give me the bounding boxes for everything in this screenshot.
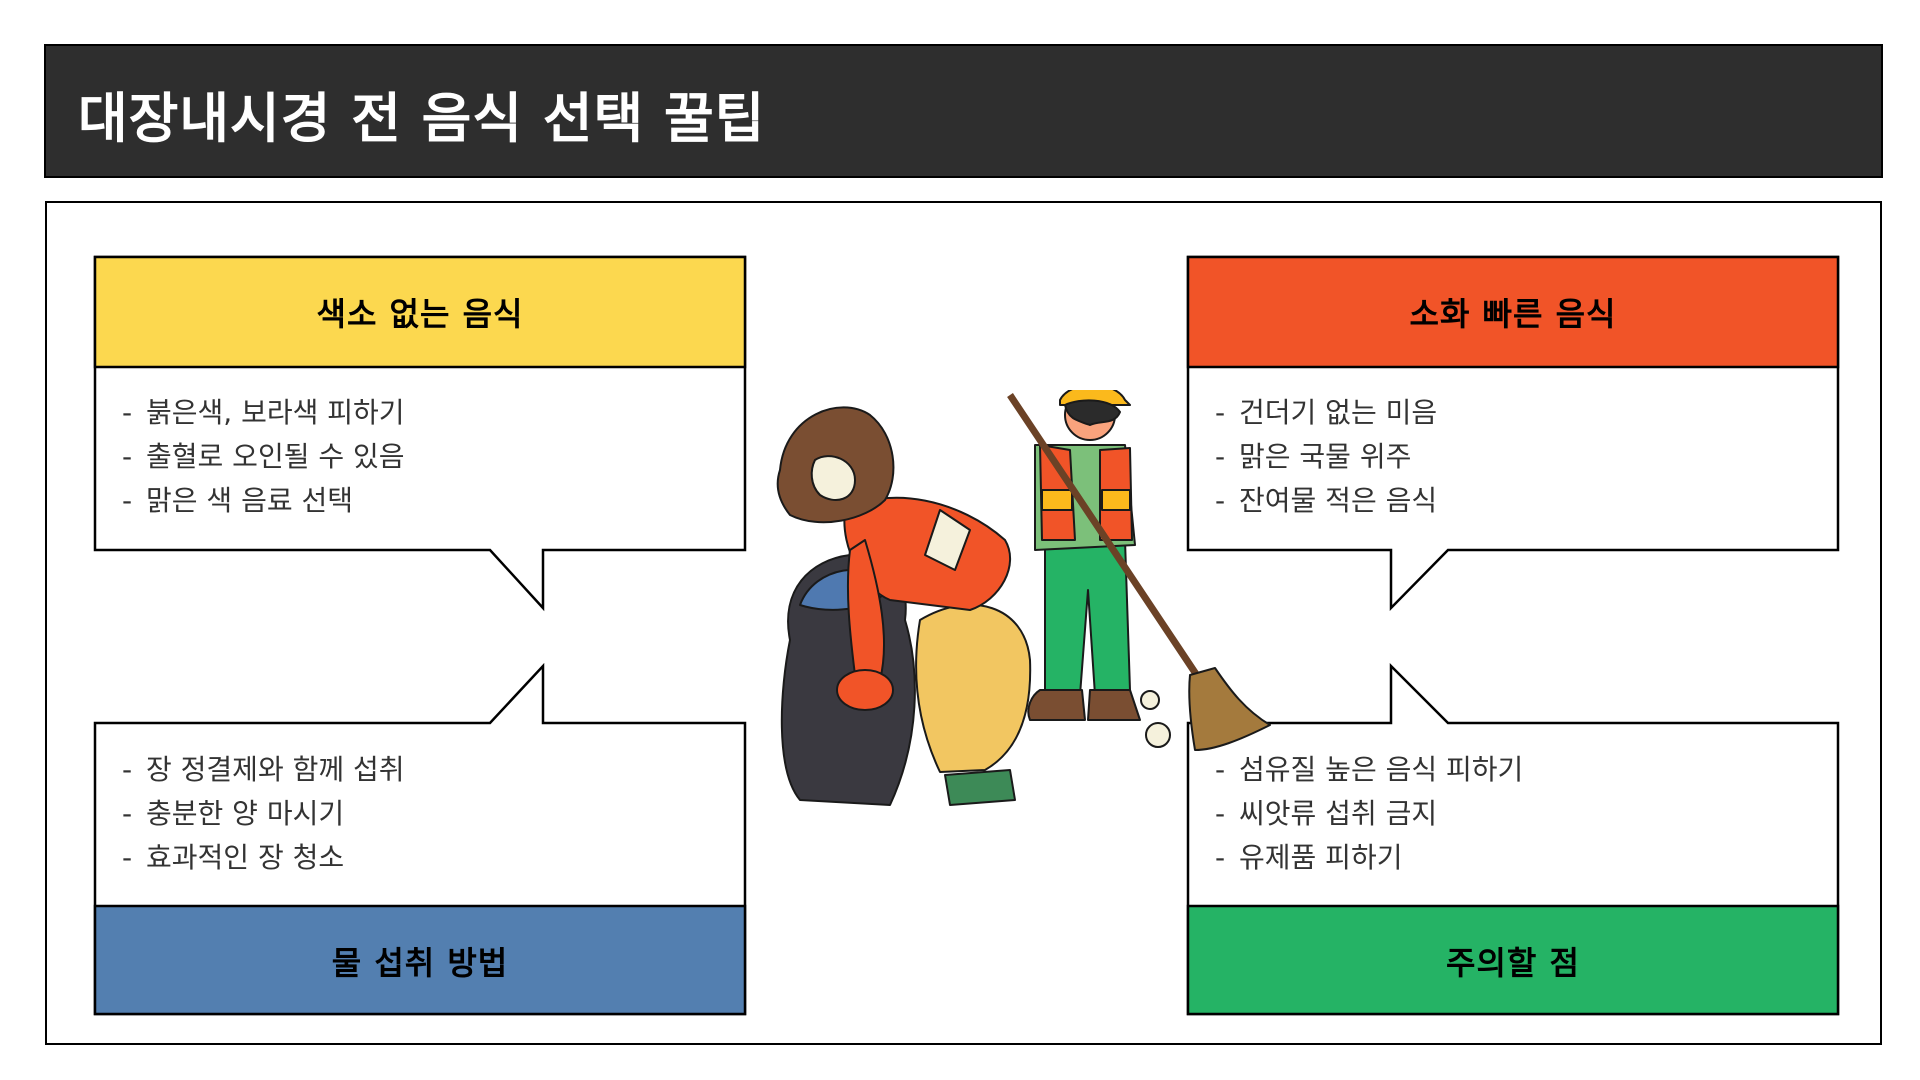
list-item: -건더기 없는 미음: [1215, 391, 1437, 435]
list-item: -효과적인 장 청소: [122, 836, 405, 880]
bullet-dash: -: [122, 797, 133, 830]
page-title: 대장내시경 전 음식 선택 꿀팁: [78, 87, 766, 150]
band-top-left: [93, 255, 747, 369]
card-title-no-pigment: 색소 없는 음식: [316, 295, 524, 333]
cleaning-workers-illustration: [776, 390, 1271, 806]
card-title-caution: 주의할 점: [1446, 944, 1580, 982]
card-list-no-pigment: -붉은색, 보라색 피하기 -출혈로 오인될 수 있음 -맑은 색 음료 선택: [122, 391, 405, 523]
bullet-dash: -: [1215, 797, 1226, 830]
list-item: -잔여물 적은 음식: [1215, 479, 1437, 523]
list-item: -씨앗류 섭취 금지: [1215, 792, 1523, 836]
band-bottom-left: [93, 904, 747, 1016]
list-item: -붉은색, 보라색 피하기: [122, 391, 405, 435]
bullet-dash: -: [1215, 841, 1226, 874]
list-item: -충분한 양 마시기: [122, 792, 405, 836]
card-list-water-intake: -장 정결제와 함께 섭취 -충분한 양 마시기 -효과적인 장 청소: [122, 748, 405, 880]
header-bar: 대장내시경 전 음식 선택 꿀팁: [44, 44, 1883, 178]
card-list-fast-digest: -건더기 없는 미음 -맑은 국물 위주 -잔여물 적은 음식: [1215, 391, 1437, 523]
list-item: -유제품 피하기: [1215, 836, 1523, 880]
list-item: -섬유질 높은 음식 피하기: [1215, 748, 1523, 792]
bullet-dash: -: [122, 841, 133, 874]
list-item: -출혈로 오인될 수 있음: [122, 435, 405, 479]
list-item: -맑은 색 음료 선택: [122, 479, 405, 523]
bullet-dash: -: [1215, 484, 1226, 517]
bullet-dash: -: [1215, 440, 1226, 473]
bullet-dash: -: [122, 396, 133, 429]
bullet-dash: -: [1215, 753, 1226, 786]
list-item: -맑은 국물 위주: [1215, 435, 1437, 479]
bullet-dash: -: [122, 484, 133, 517]
card-title-water-intake: 물 섭취 방법: [331, 944, 509, 982]
bullet-dash: -: [122, 753, 133, 786]
list-item: -장 정결제와 함께 섭취: [122, 748, 405, 792]
bullet-dash: -: [122, 440, 133, 473]
card-list-caution: -섬유질 높은 음식 피하기 -씨앗류 섭취 금지 -유제품 피하기: [1215, 748, 1523, 880]
band-top-right: [1186, 255, 1840, 369]
bullet-dash: -: [1215, 396, 1226, 429]
card-title-fast-digest: 소화 빠른 음식: [1409, 295, 1617, 333]
band-bottom-right: [1186, 904, 1840, 1016]
broom-icon: [1007, 393, 1203, 682]
